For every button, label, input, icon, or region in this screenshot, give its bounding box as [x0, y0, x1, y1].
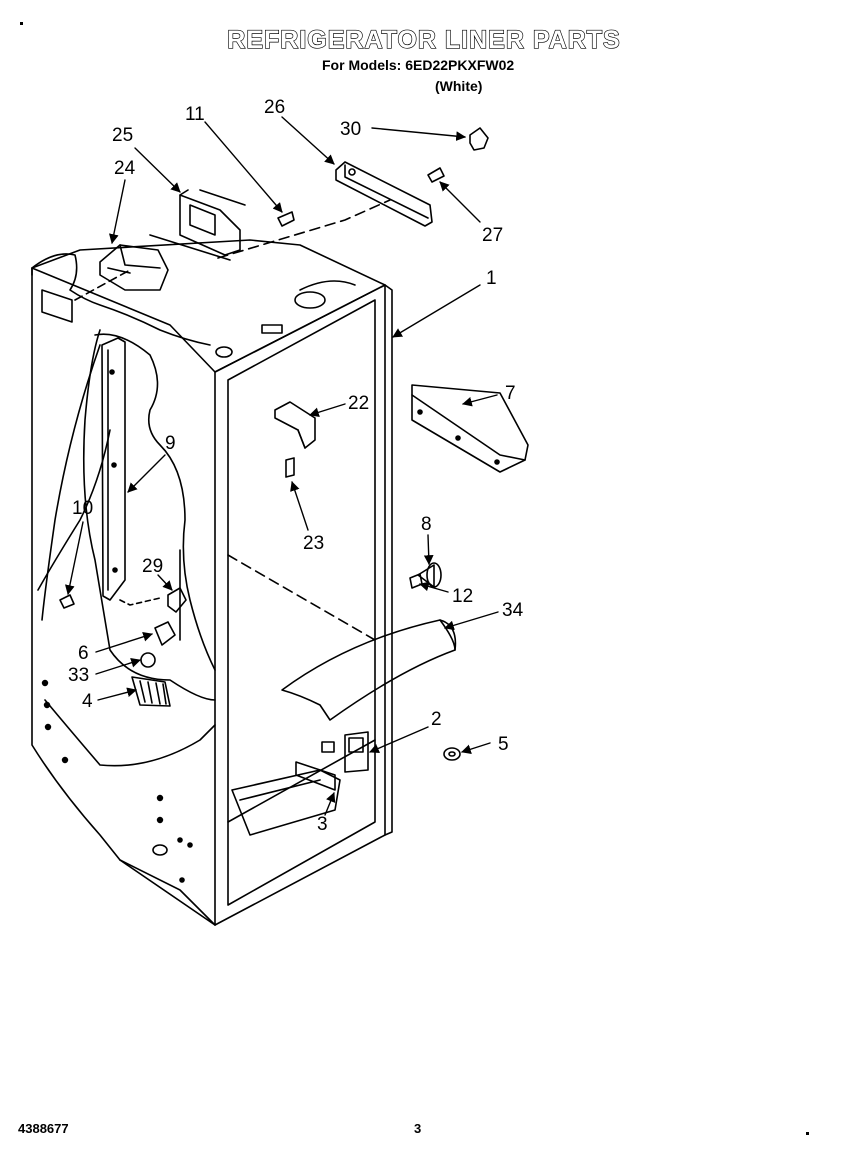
part-4-shield [131, 676, 171, 707]
callout-3: 3 [317, 814, 328, 835]
part-10-screw [59, 594, 75, 609]
callout-22: 22 [348, 393, 369, 414]
parts-24-25-housing [74, 189, 391, 301]
page-title: REFRIGERATOR LINER PARTS [227, 25, 621, 54]
part-2-bracket [321, 731, 369, 773]
liner-cabinet [31, 239, 393, 926]
wire-harness [41, 344, 101, 621]
callout-2: 2 [431, 709, 442, 730]
part-9-channel [101, 337, 126, 601]
callout-12: 12 [452, 586, 473, 607]
part-27-screw [427, 167, 445, 183]
part-12-nut [409, 573, 423, 589]
part-23-screw [285, 457, 295, 478]
callout-23: 23 [303, 533, 324, 554]
part-5-nut [443, 747, 461, 761]
callout-6: 6 [78, 643, 89, 664]
color-variant: (White) [435, 78, 483, 94]
callout-8: 8 [421, 514, 432, 535]
part-8-knob [417, 562, 442, 588]
part-33-bulb [140, 652, 156, 668]
callout-25: 25 [112, 125, 133, 146]
models-subtitle: For Models: 6ED22PKXFW02 [322, 57, 515, 73]
part-7-trim [411, 384, 529, 473]
part-3-bracket [295, 761, 336, 791]
callout-27: 27 [482, 225, 503, 246]
part-6-switch [154, 621, 176, 646]
callout-1: 1 [486, 268, 497, 289]
callout-10: 10 [72, 498, 93, 519]
callout-5: 5 [498, 734, 509, 755]
leader-lines [65, 116, 499, 816]
callout-7: 7 [505, 383, 516, 404]
part-26-rail [335, 161, 433, 227]
corner-mark [20, 22, 23, 25]
corner-mark [806, 1132, 809, 1135]
part-22-bracket [274, 401, 316, 449]
callout-24: 24 [114, 158, 136, 179]
part-29-socket [167, 549, 187, 641]
callout-34: 34 [502, 600, 524, 621]
part-34-cover [281, 619, 457, 721]
callout-4: 4 [82, 691, 93, 712]
part-30-clip [469, 127, 489, 151]
document-number: 4388677 [18, 1121, 69, 1136]
page-number: 3 [414, 1121, 422, 1136]
callout-numbers: 25 24 11 26 30 27 1 22 23 7 9 10 29 6 33… [68, 97, 524, 835]
wire-harness [119, 597, 161, 606]
callout-9: 9 [165, 433, 176, 454]
callout-30: 30 [340, 119, 361, 140]
callout-11: 11 [185, 104, 205, 125]
part-11-screw [277, 211, 295, 227]
callout-29: 29 [142, 556, 163, 577]
callout-26: 26 [264, 97, 285, 118]
callout-33: 33 [68, 665, 89, 686]
